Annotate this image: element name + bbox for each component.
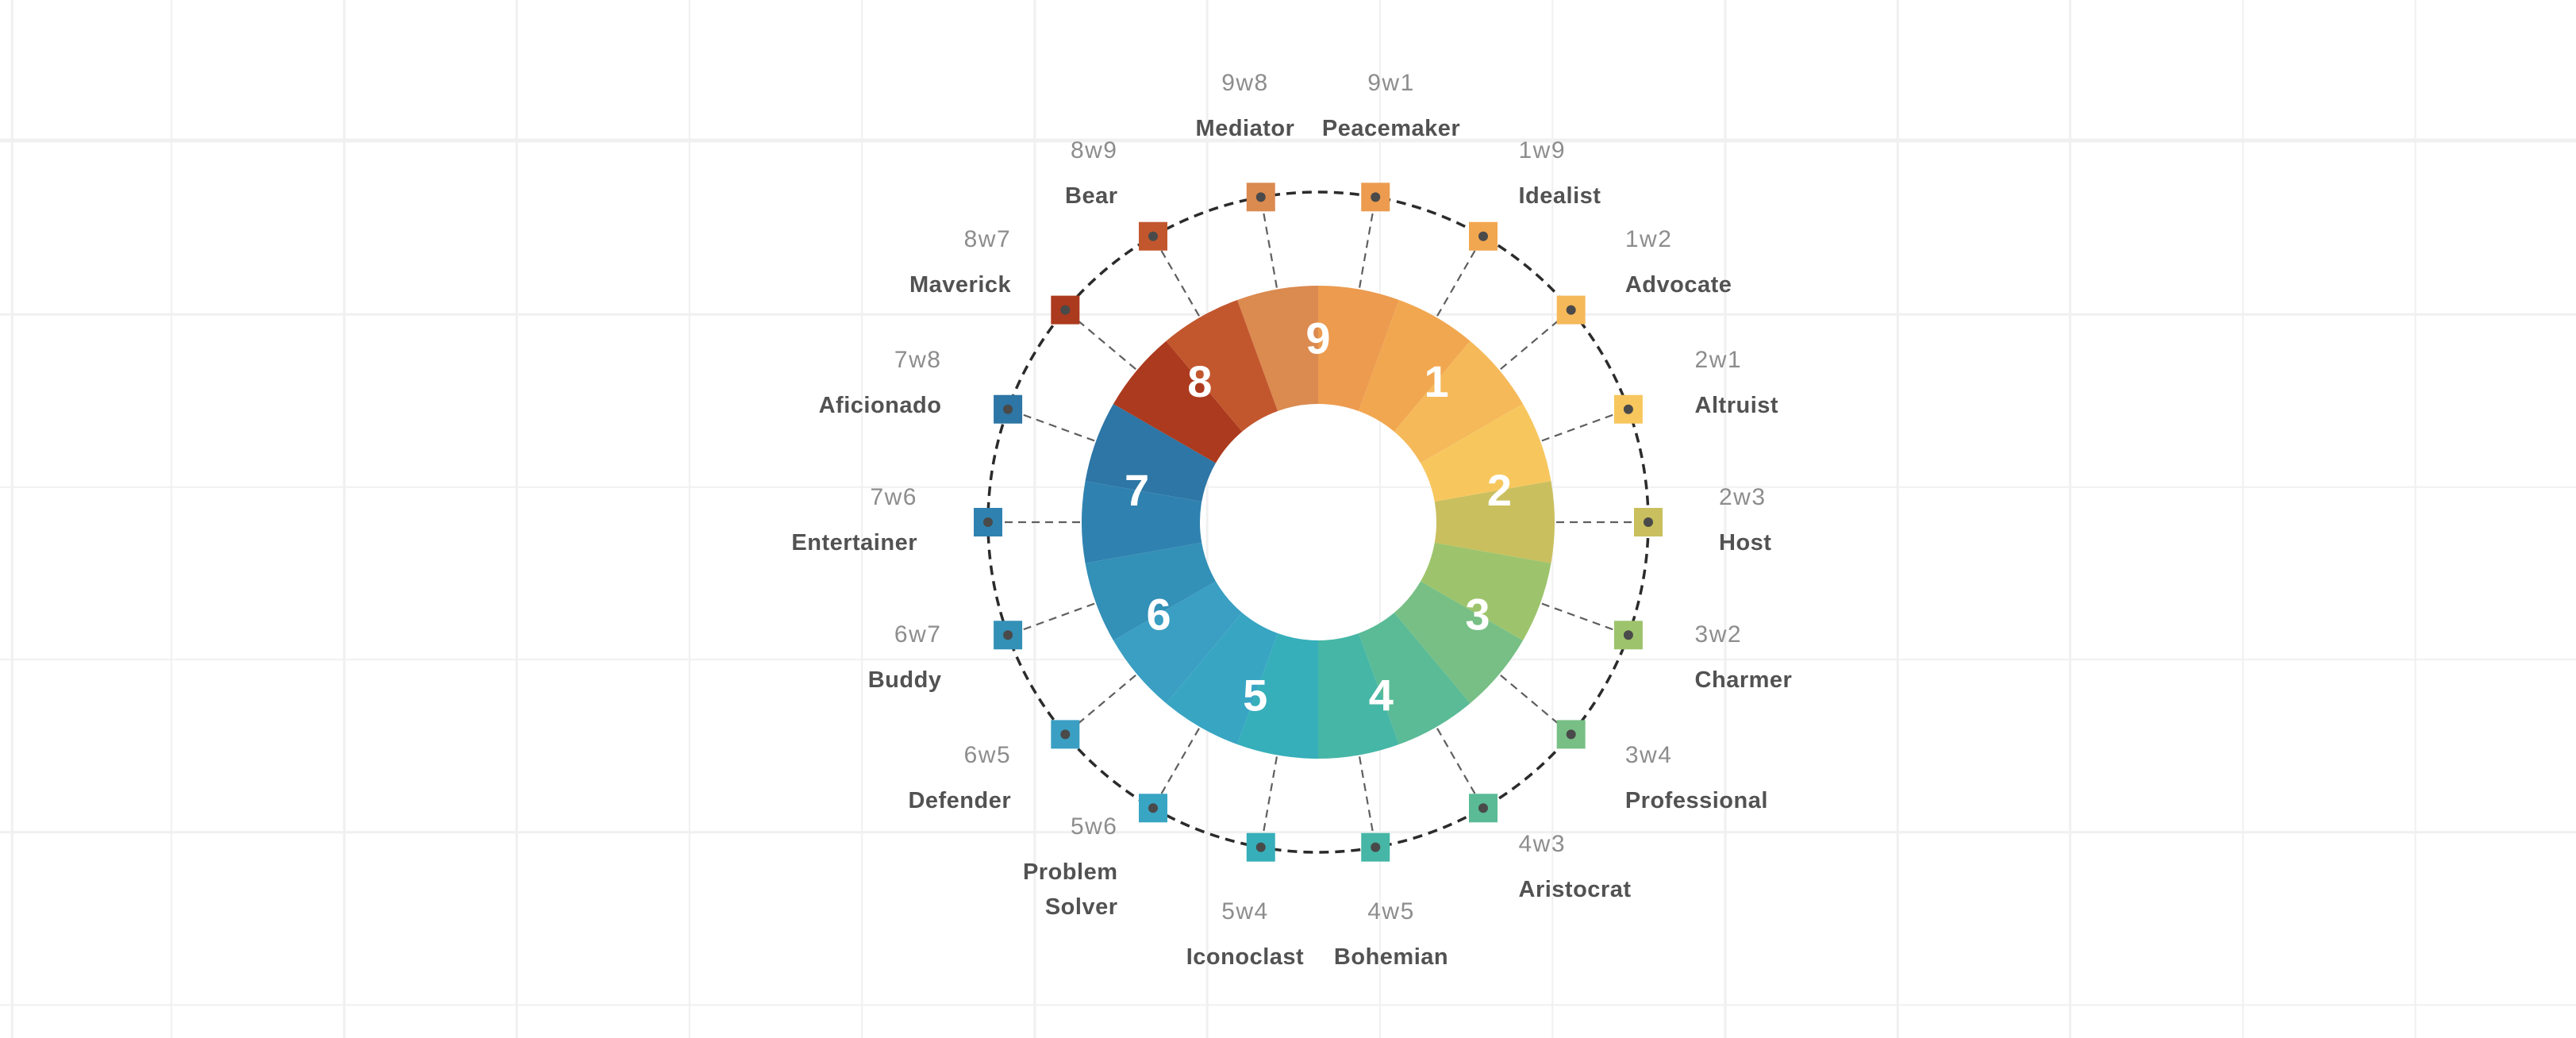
wing-node-dot-6w5 bbox=[1060, 729, 1071, 740]
wedge-9w1 bbox=[1318, 286, 1399, 411]
wedge-2w3 bbox=[1434, 481, 1555, 563]
wedge-6w5 bbox=[1113, 581, 1243, 704]
wing-node-dot-8w7 bbox=[1060, 305, 1071, 315]
wing-node-dot-7w8 bbox=[1003, 404, 1013, 414]
connector-6w7 bbox=[1007, 602, 1095, 636]
type-number-4: 4 bbox=[1369, 671, 1394, 721]
type-number-1: 1 bbox=[1424, 356, 1449, 406]
wedge-8w9 bbox=[1166, 299, 1278, 432]
wedge-7w6 bbox=[1082, 481, 1202, 563]
wing-node-dot-5w4 bbox=[1255, 842, 1266, 852]
wedge-9w8 bbox=[1237, 286, 1318, 411]
wedge-5w6 bbox=[1166, 613, 1278, 745]
connector-8w7 bbox=[1064, 309, 1136, 371]
connector-8w9 bbox=[1152, 236, 1200, 317]
connector-3w4 bbox=[1500, 674, 1572, 736]
connector-3w2 bbox=[1541, 602, 1629, 636]
wing-node-dot-8w9 bbox=[1148, 231, 1158, 241]
connector-5w6 bbox=[1152, 728, 1200, 809]
wing-node-dot-7w6 bbox=[983, 517, 993, 527]
wedge-4w5 bbox=[1318, 633, 1399, 759]
wedge-2w1 bbox=[1421, 404, 1551, 502]
connector-9w1 bbox=[1359, 197, 1377, 288]
connector-1w9 bbox=[1436, 236, 1484, 317]
wing-node-dot-1w9 bbox=[1478, 231, 1488, 241]
connector-1w2 bbox=[1500, 309, 1572, 371]
type-number-5: 5 bbox=[1243, 671, 1267, 721]
connector-4w3 bbox=[1436, 728, 1484, 809]
wedge-4w3 bbox=[1358, 613, 1471, 745]
wing-node-dot-9w1 bbox=[1371, 192, 1381, 202]
wing-node-dot-4w3 bbox=[1478, 803, 1488, 813]
connector-6w5 bbox=[1064, 674, 1136, 736]
wedge-5w4 bbox=[1237, 633, 1318, 759]
wing-node-dot-5w6 bbox=[1148, 803, 1158, 813]
type-number-7: 7 bbox=[1125, 465, 1149, 515]
type-number-9: 9 bbox=[1305, 313, 1330, 363]
wedge-6w7 bbox=[1085, 542, 1216, 640]
wing-node-dot-3w2 bbox=[1623, 630, 1633, 640]
connector-5w4 bbox=[1259, 756, 1278, 848]
connector-4w5 bbox=[1359, 756, 1377, 848]
connector-7w8 bbox=[1007, 408, 1095, 442]
wedge-3w2 bbox=[1421, 542, 1551, 640]
wing-node-dot-6w7 bbox=[1003, 630, 1013, 640]
wing-node-dot-4w5 bbox=[1371, 842, 1381, 852]
type-number-8: 8 bbox=[1187, 356, 1212, 406]
connector-9w8 bbox=[1259, 197, 1278, 288]
wedge-3w4 bbox=[1394, 581, 1524, 704]
connector-2w1 bbox=[1541, 408, 1629, 442]
wedge-8w7 bbox=[1113, 340, 1243, 463]
wedge-7w8 bbox=[1085, 404, 1216, 502]
wing-node-dot-1w2 bbox=[1566, 305, 1576, 315]
wing-node-dot-2w3 bbox=[1644, 517, 1653, 527]
wing-node-dot-9w8 bbox=[1255, 192, 1266, 202]
wedge-1w9 bbox=[1358, 299, 1471, 432]
type-number-3: 3 bbox=[1465, 590, 1490, 640]
wing-node-dot-3w4 bbox=[1566, 729, 1576, 740]
wedge-1w2 bbox=[1394, 340, 1524, 463]
wing-node-dot-2w1 bbox=[1623, 404, 1633, 414]
type-number-2: 2 bbox=[1487, 465, 1512, 515]
type-number-6: 6 bbox=[1147, 590, 1171, 640]
